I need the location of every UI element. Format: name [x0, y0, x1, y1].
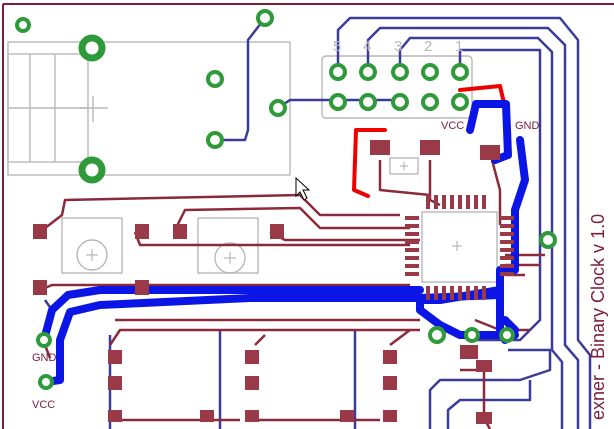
header-pin-2-label: 2: [424, 38, 432, 55]
through-hole-pads: [15, 9, 557, 390]
header-pin-5-label: 5: [333, 38, 341, 55]
board-title-label: exner - Binary Clock v 1.0: [588, 214, 608, 420]
mouse-cursor-icon: [295, 176, 311, 201]
header-pin-3-label: 3: [394, 38, 402, 55]
power-bus: [40, 100, 529, 386]
origin-markers: [86, 162, 462, 264]
board-labels: 5 4 3 2 1 VCC GND GND VCC exner - Binary…: [32, 38, 608, 420]
smd-pads: [33, 140, 500, 424]
ic-pins: [405, 195, 514, 300]
header-pin-4-label: 4: [363, 38, 371, 55]
bottom-traces: [43, 16, 592, 429]
board-outline: [2, 3, 614, 429]
vcc-left-label: VCC: [32, 399, 55, 411]
header-pin-1-label: 1: [455, 38, 463, 55]
vcc-top-label: VCC: [441, 120, 464, 132]
gnd-left-label: GND: [32, 352, 57, 364]
gnd-top-label: GND: [515, 120, 540, 132]
